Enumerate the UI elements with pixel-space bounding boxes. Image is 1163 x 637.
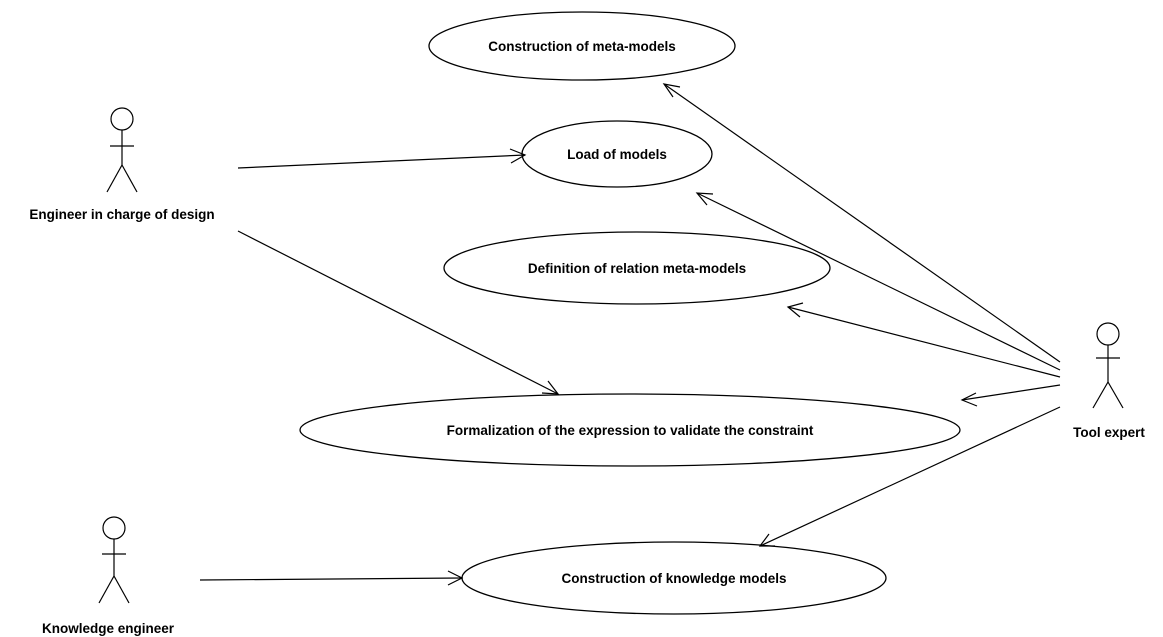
arrowhead-icon: [786, 302, 804, 318]
association-tool-expert-to-relation-meta-models: [786, 302, 1061, 378]
use-case-label: Load of models: [567, 147, 667, 162]
actor-label: Knowledge engineer: [42, 621, 175, 636]
association-line: [663, 83, 1061, 363]
use-case-construction-meta-models[interactable]: Construction of meta-models: [428, 11, 736, 81]
actor-label: Tool expert: [1073, 425, 1145, 440]
arrowhead-icon: [695, 192, 714, 206]
association-line: [696, 192, 1061, 371]
use-case-definition-relation-meta-models[interactable]: Definition of relation meta-models: [443, 231, 831, 305]
use-case-construction-knowledge-models[interactable]: Construction of knowledge models: [461, 541, 887, 615]
use-case-ellipse: [443, 231, 831, 305]
arrowhead-icon: [509, 148, 527, 164]
use-case-load-models[interactable]: Load of models: [521, 120, 713, 188]
use-case-formalization-expression[interactable]: Formalization of the expression to valid…: [299, 393, 961, 467]
use-case-ellipse: [299, 393, 961, 467]
arrowhead-icon: [447, 570, 464, 586]
arrowhead-icon: [960, 392, 978, 407]
arrowhead-icon: [758, 533, 775, 547]
association-knowledge-engineer-to-knowledge-models: [199, 570, 464, 586]
association-line: [199, 577, 463, 581]
actor-tool-expert[interactable]: Tool expert: [1073, 322, 1145, 440]
use-case-label: Definition of relation meta-models: [528, 261, 746, 276]
association-tool-expert-to-formalization: [960, 384, 1061, 407]
actor-label: Engineer in charge of design: [29, 207, 214, 222]
association-engineer-to-load-models: [237, 148, 527, 169]
association-tool-expert-to-meta-models: [662, 83, 1061, 363]
association-tool-expert-to-load-models: [695, 192, 1061, 371]
arrowhead-icon: [541, 380, 560, 395]
use-case-label: Formalization of the expression to valid…: [447, 423, 814, 438]
use-case-label: Construction of knowledge models: [561, 571, 786, 586]
association-line: [759, 406, 1061, 547]
association-line: [237, 230, 559, 395]
stick-figure-icon: [98, 516, 130, 604]
association-tool-expert-to-knowledge-models: [758, 406, 1061, 547]
use-case-ellipse: [428, 11, 736, 81]
actor-knowledge-engineer[interactable]: Knowledge engineer: [42, 516, 175, 636]
actor-engineer-in-charge-of-design[interactable]: Engineer in charge of design: [29, 107, 215, 222]
use-case-label: Construction of meta-models: [488, 39, 676, 54]
association-engineer-to-formalization: [237, 230, 560, 395]
arrowhead-icon: [662, 83, 681, 98]
association-line: [961, 384, 1061, 401]
stick-figure-icon: [1092, 322, 1124, 409]
association-line: [237, 154, 526, 169]
association-line: [787, 306, 1061, 378]
stick-figure-icon: [106, 107, 138, 193]
